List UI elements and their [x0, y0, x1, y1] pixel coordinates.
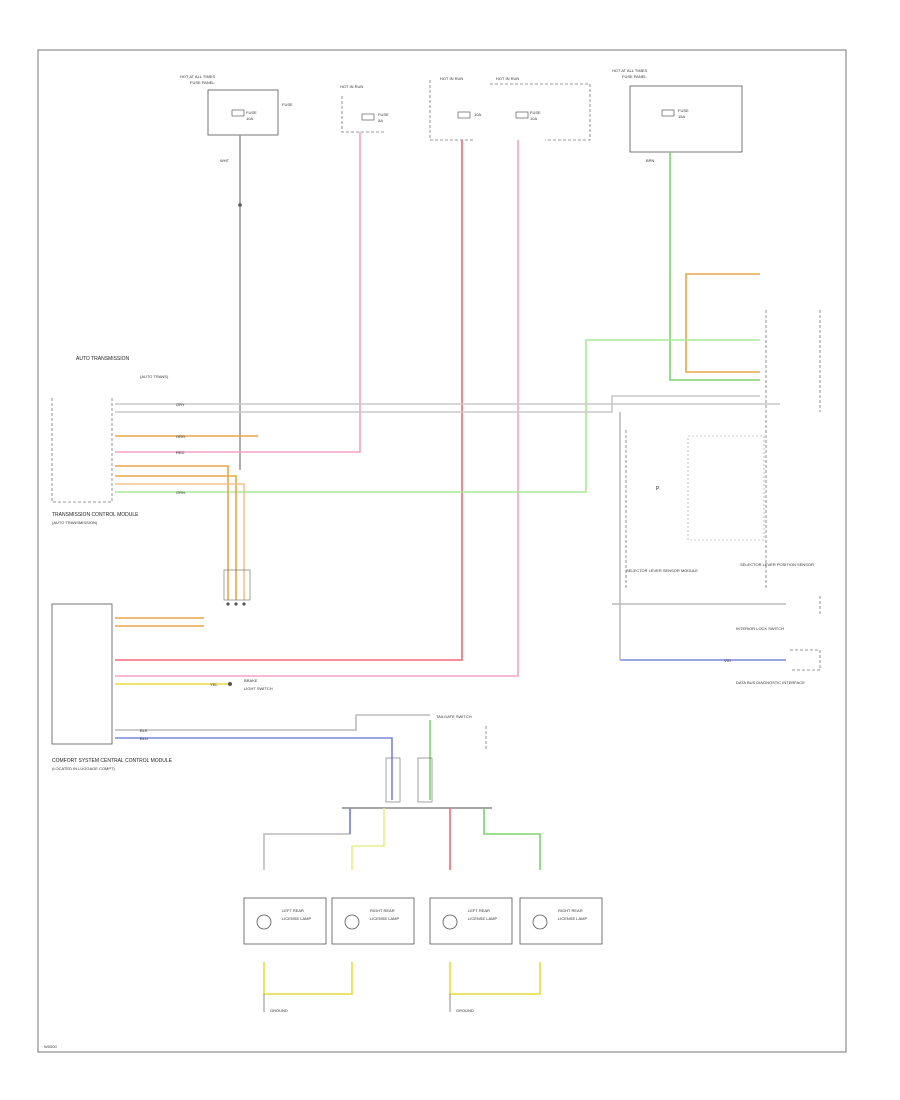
- fuse-5-subheader: FUSE PANEL: [622, 74, 647, 79]
- fuse-5-header: HOT AT ALL TIMES: [612, 68, 647, 73]
- wire-label-org: ORG: [176, 434, 185, 439]
- fuse-box-4: HOT IN RUN FUSE 10A: [490, 76, 591, 141]
- selector-lever: P SELECTOR LEVER SENSOR MODULE SELECTOR …: [625, 310, 821, 590]
- wire-orange-v1: [115, 465, 229, 600]
- tcm-trans-note: (AUTO TRANS): [140, 374, 169, 379]
- ground-left: GROUND: [263, 994, 288, 1013]
- ground-right: GROUND: [449, 994, 474, 1013]
- wire-orange-top: [685, 273, 760, 373]
- fuse-5-amp: 15A: [678, 114, 685, 119]
- wire-green-long: [115, 339, 760, 493]
- fuse-box-1: HOT AT ALL TIMES FUSE PANEL FUSE 10A FUS…: [180, 74, 293, 136]
- tcm-label: TRANSMISSION CONTROL MODULE: [52, 512, 139, 518]
- lamp-right-rear: RIGHT REAR LICENSE LAMP: [331, 897, 415, 945]
- interior-lock: INTERIOR LOCK SWITCH: [736, 596, 821, 631]
- lamp-right2-label: RIGHT REAR: [558, 908, 583, 913]
- fuse-4-amp: 10A: [530, 116, 537, 121]
- lamp-right-sub: LICENSE LAMP: [370, 916, 399, 921]
- fuse-5-fuse: FUSE: [678, 108, 689, 113]
- fuse-2-header: HOT IN RUN: [340, 84, 363, 89]
- connector-lamp-bundle: [385, 757, 433, 803]
- tcm-header: AUTO TRANSMISSION: [76, 356, 130, 362]
- fuse-1-header: HOT AT ALL TIMES: [180, 74, 215, 79]
- fuse-1-fuse: FUSE: [246, 110, 257, 115]
- lamp-left-label: LEFT REAR: [282, 908, 304, 913]
- comfort-label: COMFORT SYSTEM CENTRAL CONTROL MODULE: [52, 758, 173, 764]
- interior-lock-label: INTERIOR LOCK SWITCH: [736, 626, 784, 631]
- lamp-right-rear-2: RIGHT REAR LICENSE LAMP: [519, 897, 603, 945]
- wire-label-blk: BLK: [140, 728, 148, 733]
- wire-label-grn: GRN: [176, 490, 185, 495]
- selector-right-label: SELECTOR LEVER POSITION SENSOR: [740, 562, 814, 567]
- footer-code: W0000: [44, 1044, 57, 1049]
- tcm-note: (AUTO TRANSMISSION): [52, 520, 98, 525]
- wire-lamp-ground-right: [449, 962, 541, 995]
- lamp-right2-sub: LICENSE LAMP: [558, 916, 587, 921]
- data-bus-interface: DATA BUS DIAGNOSTIC INTERFACE: [736, 649, 821, 685]
- wire-label-red: RED: [176, 450, 185, 455]
- diagram-frame: [37, 49, 847, 1053]
- node-p-label: P: [656, 486, 660, 492]
- wire-orange-v2: [115, 475, 237, 600]
- wire-lamp2: [351, 808, 385, 870]
- brake-label: BRAKE: [244, 678, 258, 683]
- wire-label-brn: BRN: [646, 158, 655, 163]
- fuse-box-2: HOT IN RUN FUSE 5A: [340, 84, 389, 133]
- brake-sub-label: LIGHT SWITCH: [244, 686, 273, 691]
- lamp-left-rear-2: LEFT REAR LICENSE LAMP: [429, 897, 513, 945]
- ground-right-label: GROUND: [456, 1008, 474, 1013]
- ground-left-label: GROUND: [270, 1008, 288, 1013]
- fuse-1-subheader: FUSE PANEL: [190, 80, 215, 85]
- wire-label-blu: BLU: [140, 736, 148, 741]
- lamp-left-sub: LICENSE LAMP: [282, 916, 311, 921]
- tailgate-label: TAILGATE SWITCH: [436, 714, 472, 719]
- lamp-left2-sub: LICENSE LAMP: [468, 916, 497, 921]
- wire-lamp1: [263, 808, 351, 870]
- fuse-3-amp: 10A: [474, 112, 481, 117]
- fuse-4-header: HOT IN RUN: [496, 76, 519, 81]
- fuse-4-fuse: FUSE: [530, 110, 541, 115]
- comfort-module: COMFORT SYSTEM CENTRAL CONTROL MODULE (L…: [51, 603, 173, 771]
- lamp-right-label: RIGHT REAR: [370, 908, 395, 913]
- wire-lamp4: [483, 808, 541, 870]
- wire-label-gry-1: GRY: [176, 402, 185, 407]
- wire-gray-cm: [115, 714, 430, 731]
- wire-pink-fuse2: [115, 132, 361, 453]
- comfort-sub: (LOCATED IN LUGGAGE COMPT): [52, 766, 115, 771]
- data-bus-label: DATA BUS DIAGNOSTIC INTERFACE: [736, 680, 805, 685]
- wire-gray-h2: [115, 395, 760, 413]
- brake-light-switch: BRAKE LIGHT SWITCH: [228, 678, 273, 691]
- fuse-box-5: HOT AT ALL TIMES FUSE PANEL FUSE 15A: [612, 68, 743, 153]
- wire-label-wht: WHT: [220, 158, 230, 163]
- wire-pink-fuse4: [115, 140, 519, 677]
- fuse-1-side-label: FUSE: [282, 102, 293, 107]
- lamp-left2-label: LEFT REAR: [468, 908, 490, 913]
- wire-green-fuse5: [669, 152, 760, 381]
- wire-red-fuse3: [115, 140, 463, 661]
- tailgate-switch: TAILGATE SWITCH: [436, 714, 487, 750]
- wire-label-yel: YEL: [210, 682, 218, 687]
- fuse-3-header: HOT IN RUN: [440, 76, 463, 81]
- selector-left-label: SELECTOR LEVER SENSOR MODULE: [626, 568, 698, 573]
- fuse-2-fuse: FUSE: [378, 112, 389, 117]
- wire-label-vio: VIO: [724, 658, 731, 663]
- wire-orange-v3: [115, 483, 245, 600]
- fuse-1-amp: 10A: [246, 116, 253, 121]
- fuse-box-3: HOT IN RUN 10A: [429, 76, 481, 141]
- connector-tcm-bundle: [223, 569, 251, 606]
- tcm-module: AUTO TRANSMISSION TRANSMISSION CONTROL M…: [51, 356, 169, 525]
- wire-blue-cm: [115, 737, 393, 800]
- lamp-left-rear: LEFT REAR LICENSE LAMP: [243, 897, 327, 945]
- fuse-2-amp: 5A: [378, 118, 383, 123]
- wire-lamp-ground-left: [263, 962, 353, 995]
